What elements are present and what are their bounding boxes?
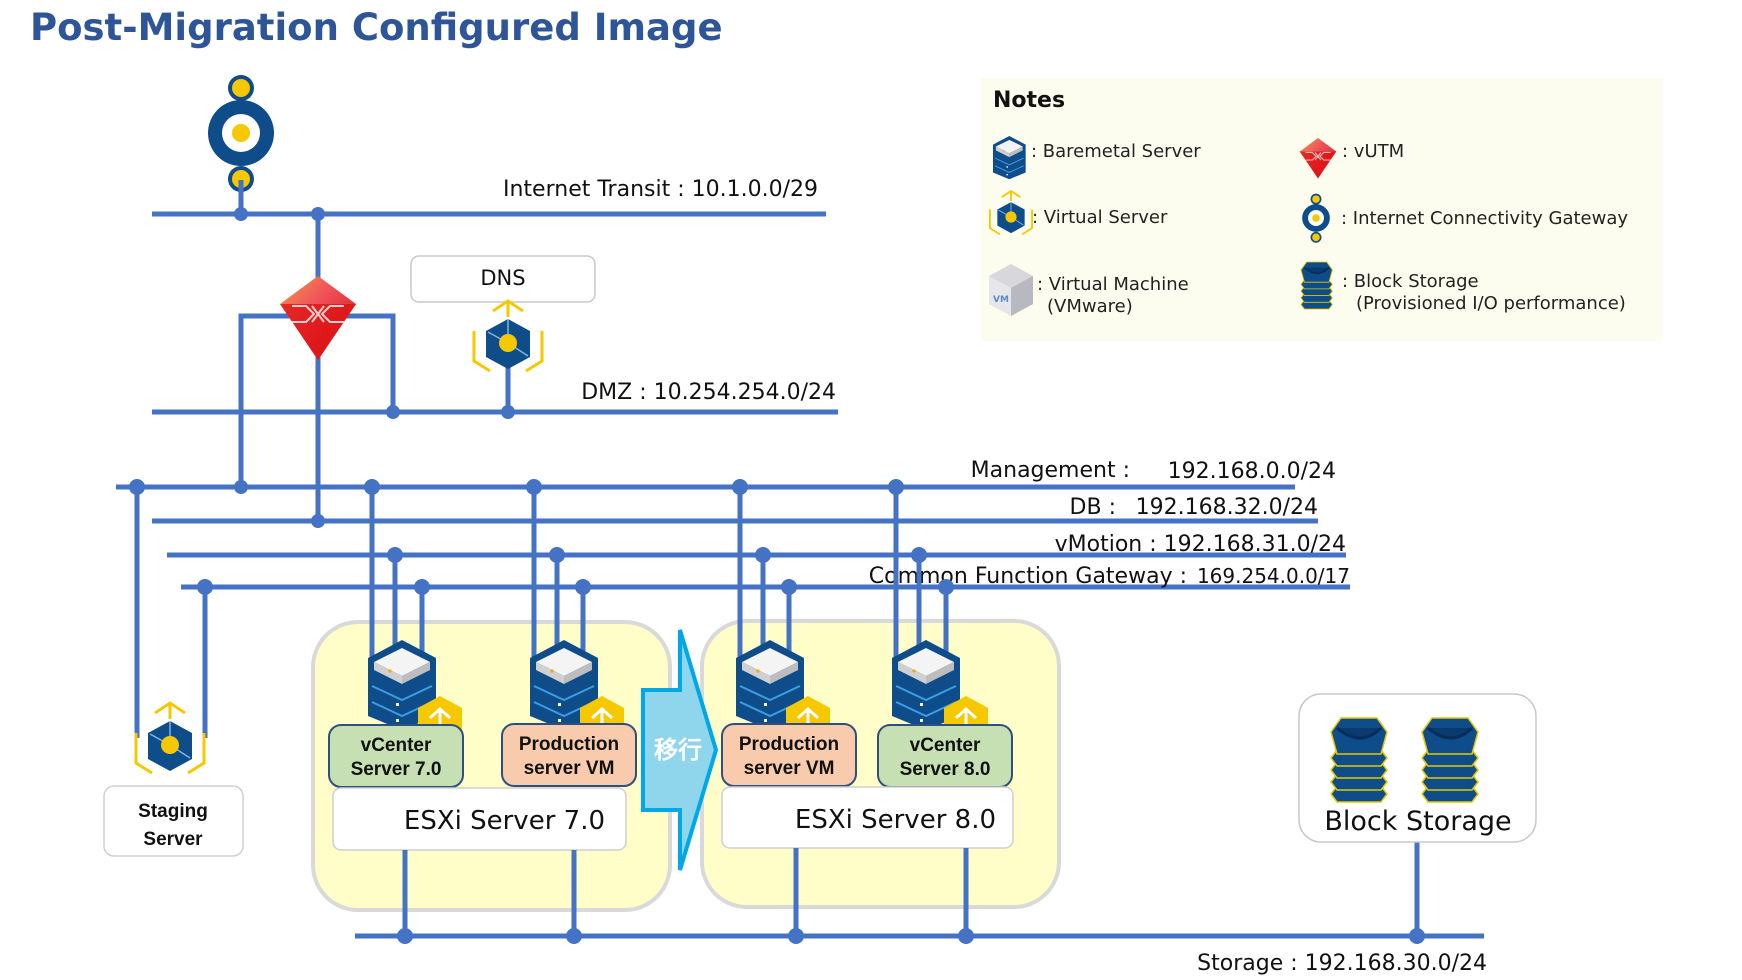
management-label-name: Management : [971,458,1130,483]
esxi8-label: ESXi Server 8.0 [795,805,996,835]
notes-baremetal-label: : Baremetal Server [1031,141,1201,162]
dns-label: DNS [480,266,525,290]
migration-arrow [641,629,719,871]
notes-virtual-server-label: : Virtual Server [1032,207,1168,228]
storage-label: Storage : 192.168.30.0/24 [1197,951,1487,976]
db-node-vutm [311,514,325,528]
page-title: Post-Migration Configured Image [30,6,723,49]
prodvm7-label-box [501,723,637,787]
vutm-icon [279,275,357,361]
prodvm8-label-2: server VM [744,758,835,779]
migration-arrow-label: 移行 [654,736,702,764]
vcenter7-label-2: Server 7.0 [351,759,442,780]
dmz-label: DMZ : 10.254.254.0/24 [581,380,836,405]
prodvm7-label-2: server VM [524,758,615,779]
notes-bs-label-1: : Block Storage [1342,271,1479,292]
vcenter7-label-1: vCenter [361,735,432,756]
transit-node-icg [234,207,248,221]
notes-vutm-label: : vUTM [1342,141,1404,162]
notes-vm-label-2: (VMware) [1047,296,1133,317]
vcenter8-label-2: Server 8.0 [900,759,991,780]
cfg-node-staging [197,579,213,595]
dns-virtual-server-icon [472,299,544,373]
notes-title: Notes [993,88,1065,113]
mgmt-node-vutm [234,480,248,494]
esxi8-box [721,786,1014,849]
staging-virtual-server-icon [134,701,206,775]
block-storage-icon-2 [1420,716,1480,804]
prodvm8-label-1: Production [739,734,839,755]
staging-server-label-2: Server [143,829,203,850]
esxi7-label: ESXi Server 7.0 [404,806,605,836]
notes-bs-label-2: (Provisioned I/O performance) [1356,293,1626,314]
vm-uplinks [364,479,954,660]
dmz-node-dns [501,405,515,419]
vcenter8-label-1: vCenter [910,735,981,756]
internet-transit-label: Internet Transit : 10.1.0.0/29 [503,177,818,202]
storage-nodes [397,928,1425,944]
notes-legend: Notes : Baremetal Server : Virtual Serve… [981,78,1663,341]
esxi7-box [332,787,627,851]
internet-connectivity-gateway-icon [208,75,274,192]
storage-links [402,842,1420,936]
block-storage-label: Block Storage [1324,806,1511,837]
dmz-node-vutm [386,405,400,419]
cfg-label-cidr: 169.254.0.0/17 [1197,564,1350,588]
notes-vm-label-1: : Virtual Machine [1037,274,1189,295]
db-label-cidr: 192.168.32.0/24 [1136,495,1318,520]
db-label-name: DB : [1070,495,1116,520]
dns-box [410,255,596,303]
vcenter7-label-box [328,724,464,788]
notes-icg-label: : Internet Connectivity Gateway [1341,208,1628,229]
management-label-cidr: 192.168.0.0/24 [1168,459,1336,484]
cfg-label-name: Common Function Gateway : [869,564,1187,589]
block-storage-icon-1 [1329,716,1389,804]
baremetal-server-icon [992,135,1027,180]
prodvm7-label-1: Production [519,734,619,755]
block-storage-icon-legend [1300,261,1334,310]
vmotion-label: vMotion : 192.168.31.0/24 [1055,532,1346,557]
staging-server-box [103,785,244,857]
staging-server-label-1: Staging [138,801,208,822]
prodvm8-label-box [721,723,857,787]
mgmt-node-staging [129,479,145,495]
